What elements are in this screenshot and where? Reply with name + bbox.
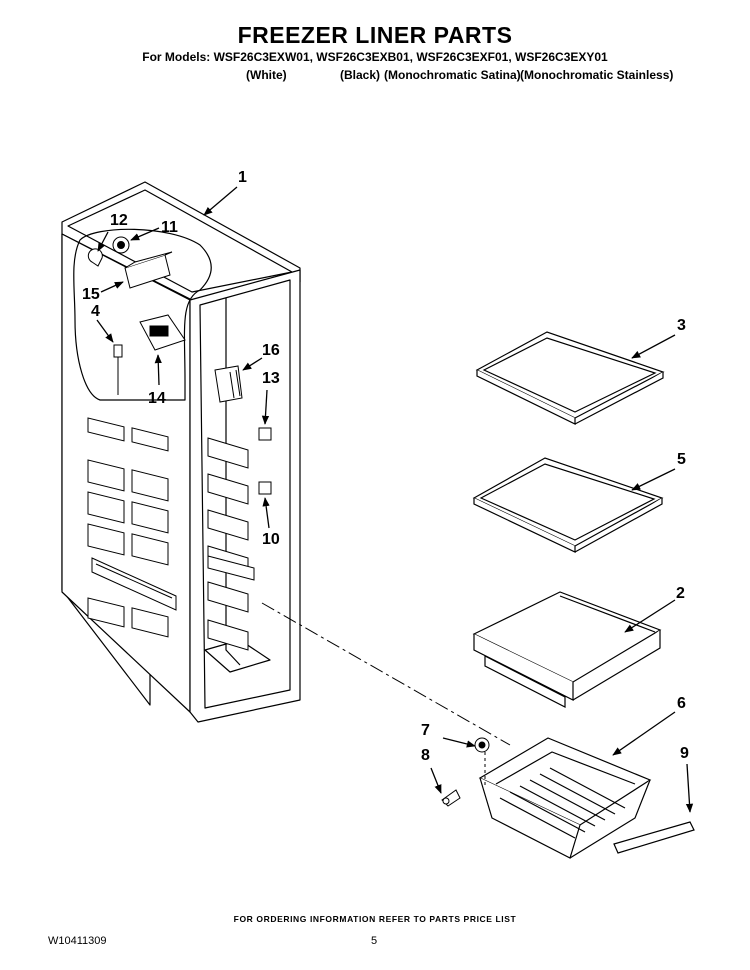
callout-13: 13 (262, 370, 280, 387)
callout-labels: 1 2 3 4 5 6 7 8 9 10 11 12 13 14 15 16 (82, 169, 689, 764)
callout-9: 9 (680, 745, 689, 762)
shelf-5 (472, 457, 664, 553)
callout-11: 11 (161, 219, 178, 236)
shelf-3 (475, 331, 665, 425)
drawer-end-caps (441, 737, 490, 807)
freezer-drawer (478, 737, 652, 859)
variant-white: (White) (246, 68, 287, 82)
component-parts (87, 236, 272, 495)
callout-2: 2 (676, 585, 685, 602)
leader-arrows (96, 186, 694, 813)
page-number: 5 (371, 935, 378, 947)
callout-1: 1 (238, 169, 247, 186)
assembly-guide-line (261, 602, 511, 746)
callout-4: 4 (91, 303, 100, 320)
callout-14: 14 (148, 390, 166, 407)
callout-10: 10 (262, 531, 280, 548)
vent-grille-icon (214, 365, 243, 403)
callout-8: 8 (421, 747, 430, 764)
callout-5: 5 (677, 451, 686, 468)
shelf-clip-upper-icon (258, 427, 272, 441)
variant-stainless: (Monochromatic Stainless) (520, 68, 674, 82)
callout-6: 6 (677, 695, 686, 712)
light-bulb-icon (87, 248, 103, 267)
light-cover-icon (124, 254, 171, 289)
document-number: W10411309 (48, 935, 107, 947)
variant-black: (Black) (340, 68, 381, 82)
variant-satina: (Monochromatic Satina) (384, 68, 521, 82)
callout-12: 12 (110, 212, 128, 229)
page-title: FREEZER LINER PARTS (237, 22, 513, 48)
models-line: For Models: WSF26C3EXW01, WSF26C3EXB01, … (142, 50, 608, 64)
callout-15: 15 (82, 286, 100, 303)
callout-7: 7 (421, 722, 430, 739)
shelf-2 (472, 591, 662, 708)
ordering-note: FOR ORDERING INFORMATION REFER TO PARTS … (233, 914, 517, 924)
callout-16: 16 (262, 342, 280, 359)
thermistor-icon (113, 344, 123, 358)
liner-left-slots (87, 417, 177, 638)
shelf-clip-lower-icon (258, 481, 272, 495)
callout-3: 3 (677, 317, 686, 334)
liner-inner-slots (207, 437, 255, 651)
drawer-trim (613, 821, 695, 854)
